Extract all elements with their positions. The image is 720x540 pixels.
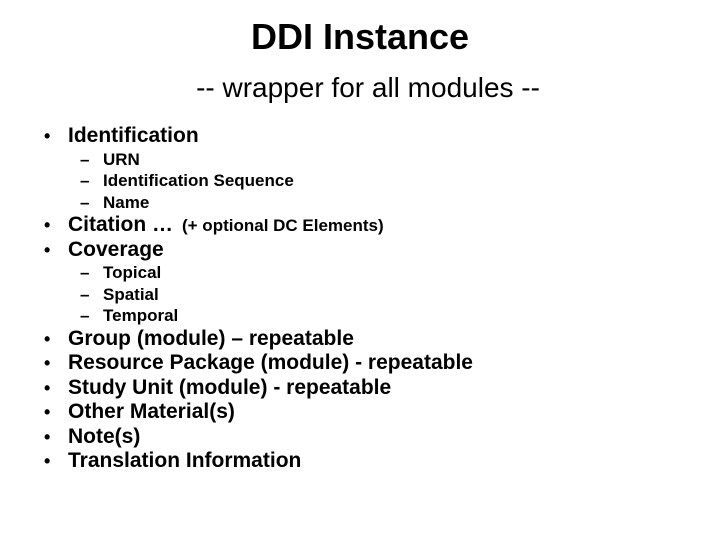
bullet-dot-icon: • xyxy=(44,126,51,146)
bullet-text: Identification Sequence xyxy=(103,171,294,190)
sub-bullet-item: –Identification Sequence xyxy=(0,170,720,192)
bullet-dot-icon: • xyxy=(44,328,51,349)
slide-subtitle: -- wrapper for all modules -- xyxy=(196,72,540,103)
bullet-text: Other Material(s) xyxy=(68,400,235,423)
bullet-dot-icon: • xyxy=(44,353,51,373)
bullet-text: Spatial xyxy=(103,284,159,304)
bullet-dot-icon: • xyxy=(44,215,51,235)
dash-bullet-icon: – xyxy=(80,284,90,304)
bullet-item: • Study Unit (module) - repeatable xyxy=(0,376,720,401)
bullet-text: Translation Information xyxy=(68,449,302,472)
dash-bullet-icon: – xyxy=(80,171,90,190)
bullet-item: • Group (module) – repeatable xyxy=(0,327,720,352)
bullet-item: • Resource Package (module) - repeatable xyxy=(0,351,720,376)
bullet-item: • Translation Information xyxy=(0,449,720,474)
sub-bullet-item: –Topical xyxy=(0,262,720,284)
bullet-item: • Identification xyxy=(0,124,720,149)
bullet-text: Coverage xyxy=(68,237,164,261)
bullet-dot-icon: • xyxy=(44,451,51,471)
bullet-text: Resource Package (module) - repeatable xyxy=(68,351,473,374)
sub-bullet-item: –Name xyxy=(0,192,720,214)
sub-bullet-item: –URN xyxy=(0,149,720,171)
bullet-suffix-text: (+ optional DC Elements) xyxy=(182,216,384,235)
bullet-text: Note(s) xyxy=(68,424,141,448)
bullet-item: • Other Material(s) xyxy=(0,400,720,425)
dash-bullet-icon: – xyxy=(80,306,90,325)
bullet-text: Temporal xyxy=(103,306,179,325)
bullet-text: Name xyxy=(103,192,150,212)
bullet-text: Topical xyxy=(103,263,162,282)
bullet-dot-icon: • xyxy=(44,402,51,422)
bullet-item: • Coverage xyxy=(0,238,720,263)
sub-bullet-item: –Temporal xyxy=(0,305,720,327)
bullet-text: Identification xyxy=(68,124,199,147)
dash-bullet-icon: – xyxy=(80,192,90,212)
bullet-item: • Citation … (+ optional DC Elements) xyxy=(0,213,720,238)
slide-title: DDI Instance xyxy=(250,16,470,57)
sub-bullet-item: –Spatial xyxy=(0,284,720,306)
bullet-dot-icon: • xyxy=(44,239,51,260)
dash-bullet-icon: – xyxy=(80,149,90,169)
bullet-item: • Note(s) xyxy=(0,425,720,450)
bullet-text: Study Unit (module) - repeatable xyxy=(68,375,392,399)
bullet-list: •Identification–URN–Identification Seque… xyxy=(0,124,720,474)
bullet-dot-icon: • xyxy=(44,426,51,447)
bullet-text: URN xyxy=(103,149,140,169)
bullet-dot-icon: • xyxy=(44,377,51,398)
dash-bullet-icon: – xyxy=(80,263,90,282)
bullet-text: Group (module) – repeatable xyxy=(68,326,354,350)
bullet-text: Citation … xyxy=(68,213,173,236)
